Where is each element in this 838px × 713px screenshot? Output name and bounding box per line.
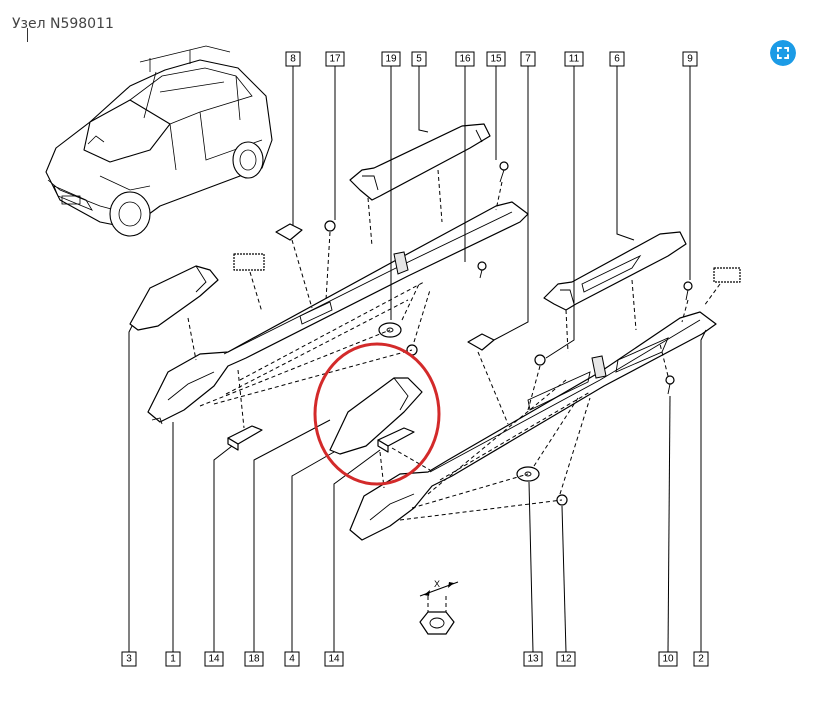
nut-detail [419, 581, 459, 635]
screw-9 [683, 281, 693, 301]
rail-upper-left [147, 201, 529, 425]
end-cap-3 [129, 265, 219, 331]
bottom-label-12: 12 [556, 651, 576, 667]
bottom-label-2: 2 [693, 651, 709, 667]
top-label-19: 19 [381, 51, 401, 67]
car-illustration [45, 45, 273, 237]
page-title: Узел N598011 [12, 16, 114, 32]
svg-text:18: 18 [248, 654, 260, 665]
dimension-x-label: X [434, 579, 440, 589]
screw-15 [499, 161, 509, 183]
svg-text:14: 14 [208, 654, 220, 665]
top-label-15: 15 [486, 51, 506, 67]
svg-text:1: 1 [170, 654, 176, 665]
svg-text:11: 11 [569, 54, 580, 65]
top-label-5: 5 [411, 51, 427, 67]
highlight-circle [313, 342, 441, 486]
top-label-11: 11 [564, 51, 584, 67]
seal-8 [275, 223, 303, 241]
svg-text:4: 4 [289, 654, 295, 665]
bottom-label-14-right: 14 [324, 651, 344, 667]
top-label-7: 7 [520, 51, 536, 67]
text-cursor [27, 28, 28, 42]
svg-text:10: 10 [662, 654, 674, 665]
bottom-label-1: 1 [165, 651, 181, 667]
svg-text:5: 5 [416, 54, 422, 65]
svg-text:8: 8 [290, 54, 296, 65]
gasket-left [233, 253, 265, 271]
seal-7 [467, 333, 495, 351]
top-label-6: 6 [609, 51, 625, 67]
screw-16b [477, 261, 487, 279]
bottom-label-13: 13 [523, 651, 543, 667]
screw-10 [665, 375, 675, 395]
svg-text:9: 9 [687, 54, 693, 65]
bottom-label-4: 4 [284, 651, 300, 667]
bottom-label-18: 18 [244, 651, 264, 667]
svg-text:7: 7 [525, 54, 531, 65]
pad-14-left [227, 425, 263, 451]
top-label-9: 9 [682, 51, 698, 67]
clip-17 [324, 220, 336, 232]
leader-lines [128, 66, 707, 653]
gasket-right [713, 267, 741, 283]
bottom-label-10: 10 [658, 651, 678, 667]
top-label-8: 8 [285, 51, 301, 67]
svg-text:17: 17 [329, 54, 341, 65]
pad-14-right [377, 427, 415, 453]
end-cap-4 [329, 377, 423, 455]
cover-5 [349, 123, 491, 201]
svg-text:3: 3 [126, 654, 132, 665]
washer-13-hole [524, 471, 532, 477]
svg-text:14: 14 [328, 654, 340, 665]
bottom-label-14-left: 14 [204, 651, 224, 667]
svg-text:13: 13 [527, 654, 539, 665]
expand-icon [777, 47, 789, 59]
bottom-label-3: 3 [121, 651, 137, 667]
svg-text:6: 6 [614, 54, 620, 65]
cover-6 [543, 231, 687, 311]
svg-text:15: 15 [490, 54, 502, 65]
svg-text:12: 12 [560, 654, 572, 665]
svg-text:19: 19 [385, 54, 397, 65]
svg-text:16: 16 [459, 54, 471, 65]
assembly-lines [187, 169, 721, 521]
clip-11 [534, 354, 546, 366]
top-label-16: 16 [455, 51, 475, 67]
washer-19-hole [386, 327, 394, 333]
expand-button[interactable] [770, 40, 796, 66]
svg-text:2: 2 [698, 654, 704, 665]
top-label-17: 17 [325, 51, 345, 67]
